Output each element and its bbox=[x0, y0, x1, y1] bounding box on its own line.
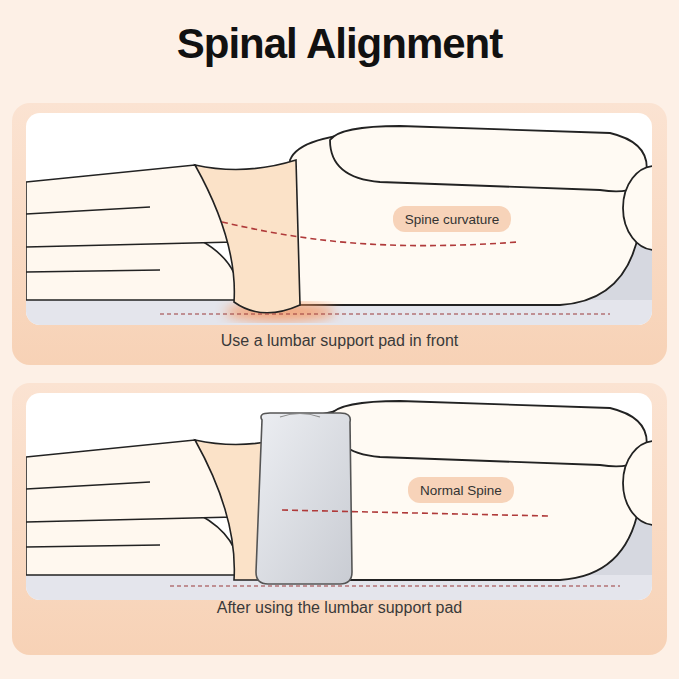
panel: Use a lumbar support pad in front Spine c… bbox=[12, 103, 667, 365]
panel-caption: After using the lumbar support pad bbox=[12, 599, 667, 617]
title: Spinal Alignment bbox=[0, 20, 679, 68]
panel: After using the lumbar support pad Normal… bbox=[12, 383, 667, 655]
panel-caption: Use a lumbar support pad in front bbox=[12, 332, 667, 350]
spine-label: Spine curvature bbox=[405, 212, 500, 227]
spine-label: Normal Spine bbox=[420, 483, 502, 498]
label-pill: Spine curvature bbox=[393, 206, 512, 232]
label-pill: Normal Spine bbox=[408, 477, 514, 503]
